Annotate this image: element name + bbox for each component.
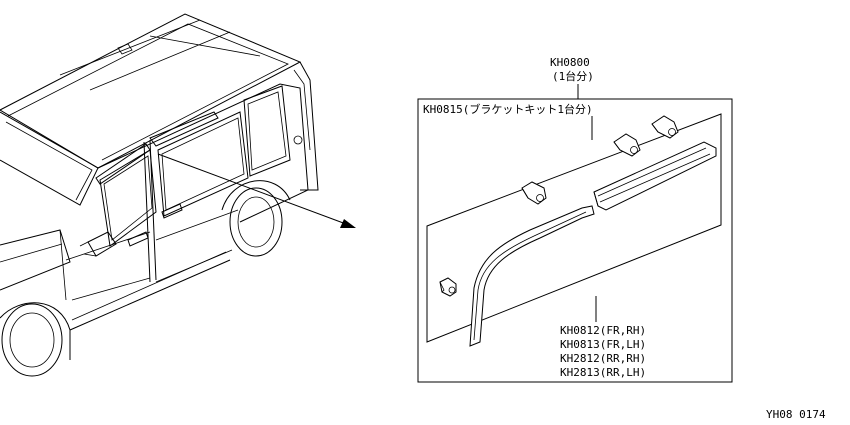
assembly-frame: [417, 98, 733, 383]
bracket-kit-outline: [426, 113, 722, 343]
figure-code: YH08 0174: [766, 408, 826, 421]
leader-arrow: [157, 153, 356, 228]
assembly-part-number: KH0800: [550, 56, 590, 69]
vehicle-illustration: [0, 13, 319, 377]
clip-icon: [651, 115, 679, 139]
visor-part-number: KH0812(FR,RH): [560, 324, 646, 337]
clip-icon: [439, 277, 457, 297]
assembly-qty-note: (1台分): [552, 69, 594, 83]
bracket-kit-label: KH0815(ブラケットキット1台分): [423, 102, 593, 116]
rear-visor-part: [593, 141, 717, 211]
front-visor-part: [469, 205, 595, 347]
clip-icon: [613, 133, 641, 157]
clip-icon: [521, 181, 547, 205]
visor-part-number: KH2812(RR,RH): [560, 352, 646, 365]
visor-part-number: KH2813(RR,LH): [560, 366, 646, 379]
visor-part-number: KH0813(FR,LH): [560, 338, 646, 351]
